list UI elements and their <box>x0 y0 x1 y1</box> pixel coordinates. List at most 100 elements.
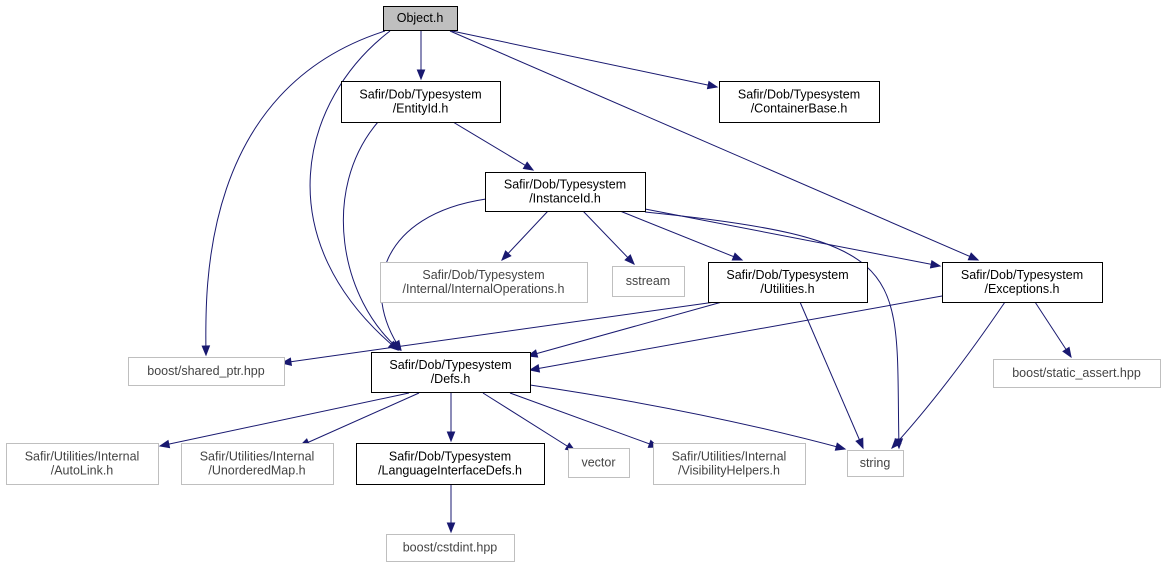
node-label: Safir/Utilities/Internal <box>672 450 787 464</box>
edge-line <box>281 301 716 364</box>
node-box <box>719 81 880 123</box>
node-label: Safir/Dob/Typesystem <box>961 268 1083 282</box>
edges-layer <box>158 30 1072 534</box>
node-box <box>383 6 458 31</box>
node-label: /Exceptions.h <box>984 282 1059 296</box>
edge-line <box>799 301 864 449</box>
edge-line <box>644 211 900 449</box>
edge-line <box>509 392 659 448</box>
edge-arrowhead <box>855 437 864 450</box>
node-box <box>942 262 1103 303</box>
edge-line <box>299 392 420 447</box>
edge-defs-to-autolink <box>158 392 410 449</box>
node-entityid[interactable]: Safir/Dob/Typesystem/EntityId.h <box>341 81 501 123</box>
node-box <box>386 534 515 562</box>
node-autolink: Safir/Utilities/Internal/AutoLink.h <box>6 443 159 485</box>
edge-utilities-to-string <box>799 301 864 450</box>
edge-defs-to-string <box>529 384 847 451</box>
node-label: string <box>860 456 891 470</box>
node-label: Safir/Dob/Typesystem <box>738 88 860 102</box>
node-box <box>181 443 334 485</box>
node-sharedptr: boost/shared_ptr.hpp <box>128 357 285 386</box>
node-sstream: sstream <box>612 266 685 297</box>
nodes-layer: Object.hSafir/Dob/Typesystem/EntityId.hS… <box>6 6 1161 562</box>
node-label: sstream <box>626 274 670 288</box>
node-unorderedmap: Safir/Utilities/Internal/UnorderedMap.h <box>181 443 334 485</box>
edge-arrowhead <box>446 522 456 534</box>
edge-entityid-to-defs <box>342 121 402 351</box>
edge-exceptions-to-string <box>891 301 1006 449</box>
edge-arrowhead <box>731 252 744 261</box>
edge-object-to-exceptions <box>449 30 980 261</box>
edge-line <box>501 210 549 261</box>
node-label: Safir/Utilities/Internal <box>200 450 315 464</box>
edge-line <box>159 392 410 447</box>
edge-instanceid-to-internalops <box>501 210 549 261</box>
edge-arrowhead <box>929 259 942 269</box>
edge-instanceid-to-string <box>644 211 904 450</box>
edge-langdefs-to-cstdint <box>446 485 456 534</box>
edge-utilities-to-defs <box>526 301 723 358</box>
node-box <box>371 352 531 393</box>
edge-instanceid-to-sstream <box>582 210 635 265</box>
node-internalops: Safir/Dob/Typesystem/Internal/InternalOp… <box>380 262 588 303</box>
node-langdefs[interactable]: Safir/Dob/Typesystem/LanguageInterfaceDe… <box>356 443 545 485</box>
node-label: Safir/Dob/Typesystem <box>726 268 848 282</box>
edge-object-to-containerbase <box>451 30 719 90</box>
node-box <box>341 81 501 123</box>
node-label: /InstanceId.h <box>529 192 601 206</box>
edge-line <box>482 392 576 452</box>
edge-arrowhead <box>706 80 719 90</box>
node-label: boost/static_assert.hpp <box>1012 366 1141 380</box>
node-vector: vector <box>568 448 630 478</box>
node-label: /EntityId.h <box>393 102 449 116</box>
edge-line <box>205 30 386 356</box>
edge-defs-to-unorderedmap <box>298 392 420 447</box>
edge-arrowhead <box>624 254 635 265</box>
edge-line <box>891 301 1006 449</box>
edge-arrowhead <box>891 438 902 449</box>
edge-line <box>449 30 979 261</box>
edge-line <box>619 210 743 261</box>
node-cstdint: boost/cstdint.hpp <box>386 534 515 562</box>
node-exceptions[interactable]: Safir/Dob/Typesystem/Exceptions.h <box>942 262 1103 303</box>
node-label: Safir/Dob/Typesystem <box>422 268 544 282</box>
edge-arrowhead <box>1062 346 1072 359</box>
edge-line <box>1034 301 1072 358</box>
node-label: /Defs.h <box>431 372 471 386</box>
edge-object-to-entityid <box>416 31 426 81</box>
node-box <box>568 448 630 478</box>
node-label: Safir/Utilities/Internal <box>25 450 140 464</box>
edge-arrowhead <box>967 252 980 261</box>
node-box <box>380 262 588 303</box>
node-box <box>6 443 159 485</box>
node-label: /UnorderedMap.h <box>208 464 305 478</box>
edge-line <box>582 210 635 265</box>
edge-line <box>452 121 534 171</box>
edge-arrowhead <box>528 364 541 373</box>
node-label: Safir/Dob/Typesystem <box>504 178 626 192</box>
node-label: /ContainerBase.h <box>751 102 848 116</box>
node-box <box>356 443 545 485</box>
edge-line <box>529 295 943 371</box>
node-object[interactable]: Object.h <box>383 6 458 31</box>
node-box <box>128 357 285 386</box>
node-label: /LanguageInterfaceDefs.h <box>378 464 522 478</box>
edge-line <box>644 208 941 267</box>
node-box <box>847 450 904 477</box>
node-box <box>485 172 646 212</box>
edge-exceptions-to-defs <box>528 295 943 373</box>
node-label: /Internal/InternalOperations.h <box>403 282 565 296</box>
node-utilities[interactable]: Safir/Dob/Typesystem/Utilities.h <box>708 262 868 303</box>
node-label: /VisibilityHelpers.h <box>678 464 780 478</box>
node-instanceid[interactable]: Safir/Dob/Typesystem/InstanceId.h <box>485 172 646 212</box>
edge-arrowhead <box>416 69 426 81</box>
edge-line <box>342 121 401 351</box>
node-containerbase[interactable]: Safir/Dob/Typesystem/ContainerBase.h <box>719 81 880 123</box>
node-box <box>612 266 685 297</box>
node-label: vector <box>581 456 615 470</box>
node-label: boost/cstdint.hpp <box>403 541 498 555</box>
node-defs[interactable]: Safir/Dob/Typesystem/Defs.h <box>371 352 531 393</box>
node-label: /Utilities.h <box>760 282 814 296</box>
